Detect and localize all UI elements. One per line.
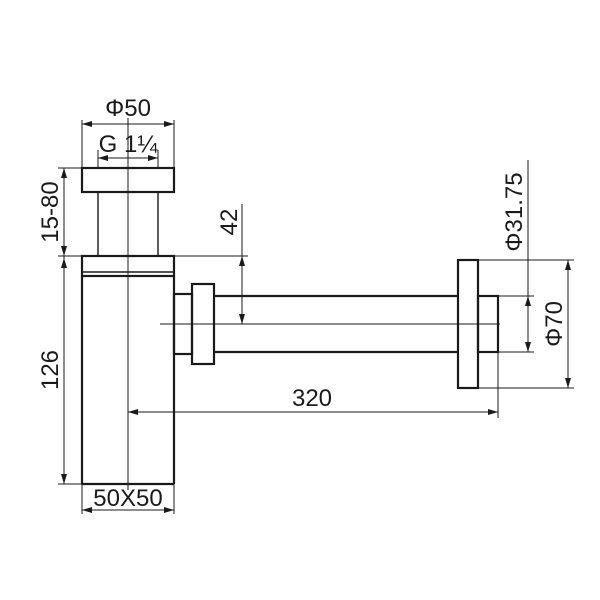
dim-height-adjust: 15-80 — [37, 167, 82, 257]
label-body-height: 126 — [37, 350, 64, 390]
dim-length: 320 — [128, 352, 499, 418]
label-top-diameter: Φ50 — [105, 95, 151, 122]
label-height-adjust: 15-80 — [37, 181, 64, 242]
dim-thread: G 1¼ — [97, 131, 159, 168]
dim-offset: 42 — [174, 204, 248, 325]
label-length: 320 — [292, 385, 332, 412]
wall-flange — [456, 258, 500, 390]
dim-body-section: 50X50 — [81, 484, 175, 514]
dim-flange-diameter: Φ70 — [478, 259, 574, 389]
dim-top-diameter: Φ50 — [81, 95, 175, 168]
label-body-section: 50X50 — [93, 485, 162, 512]
dim-pipe-diameter: Φ31.75 — [498, 160, 534, 353]
outlet-pipe — [214, 294, 458, 354]
label-pipe-diameter: Φ31.75 — [501, 172, 528, 251]
tailpiece — [97, 192, 159, 256]
label-flange-diameter: Φ70 — [541, 301, 568, 347]
label-offset: 42 — [216, 209, 243, 236]
dim-body-height: 126 — [37, 256, 82, 485]
label-thread: G 1¼ — [99, 131, 159, 158]
